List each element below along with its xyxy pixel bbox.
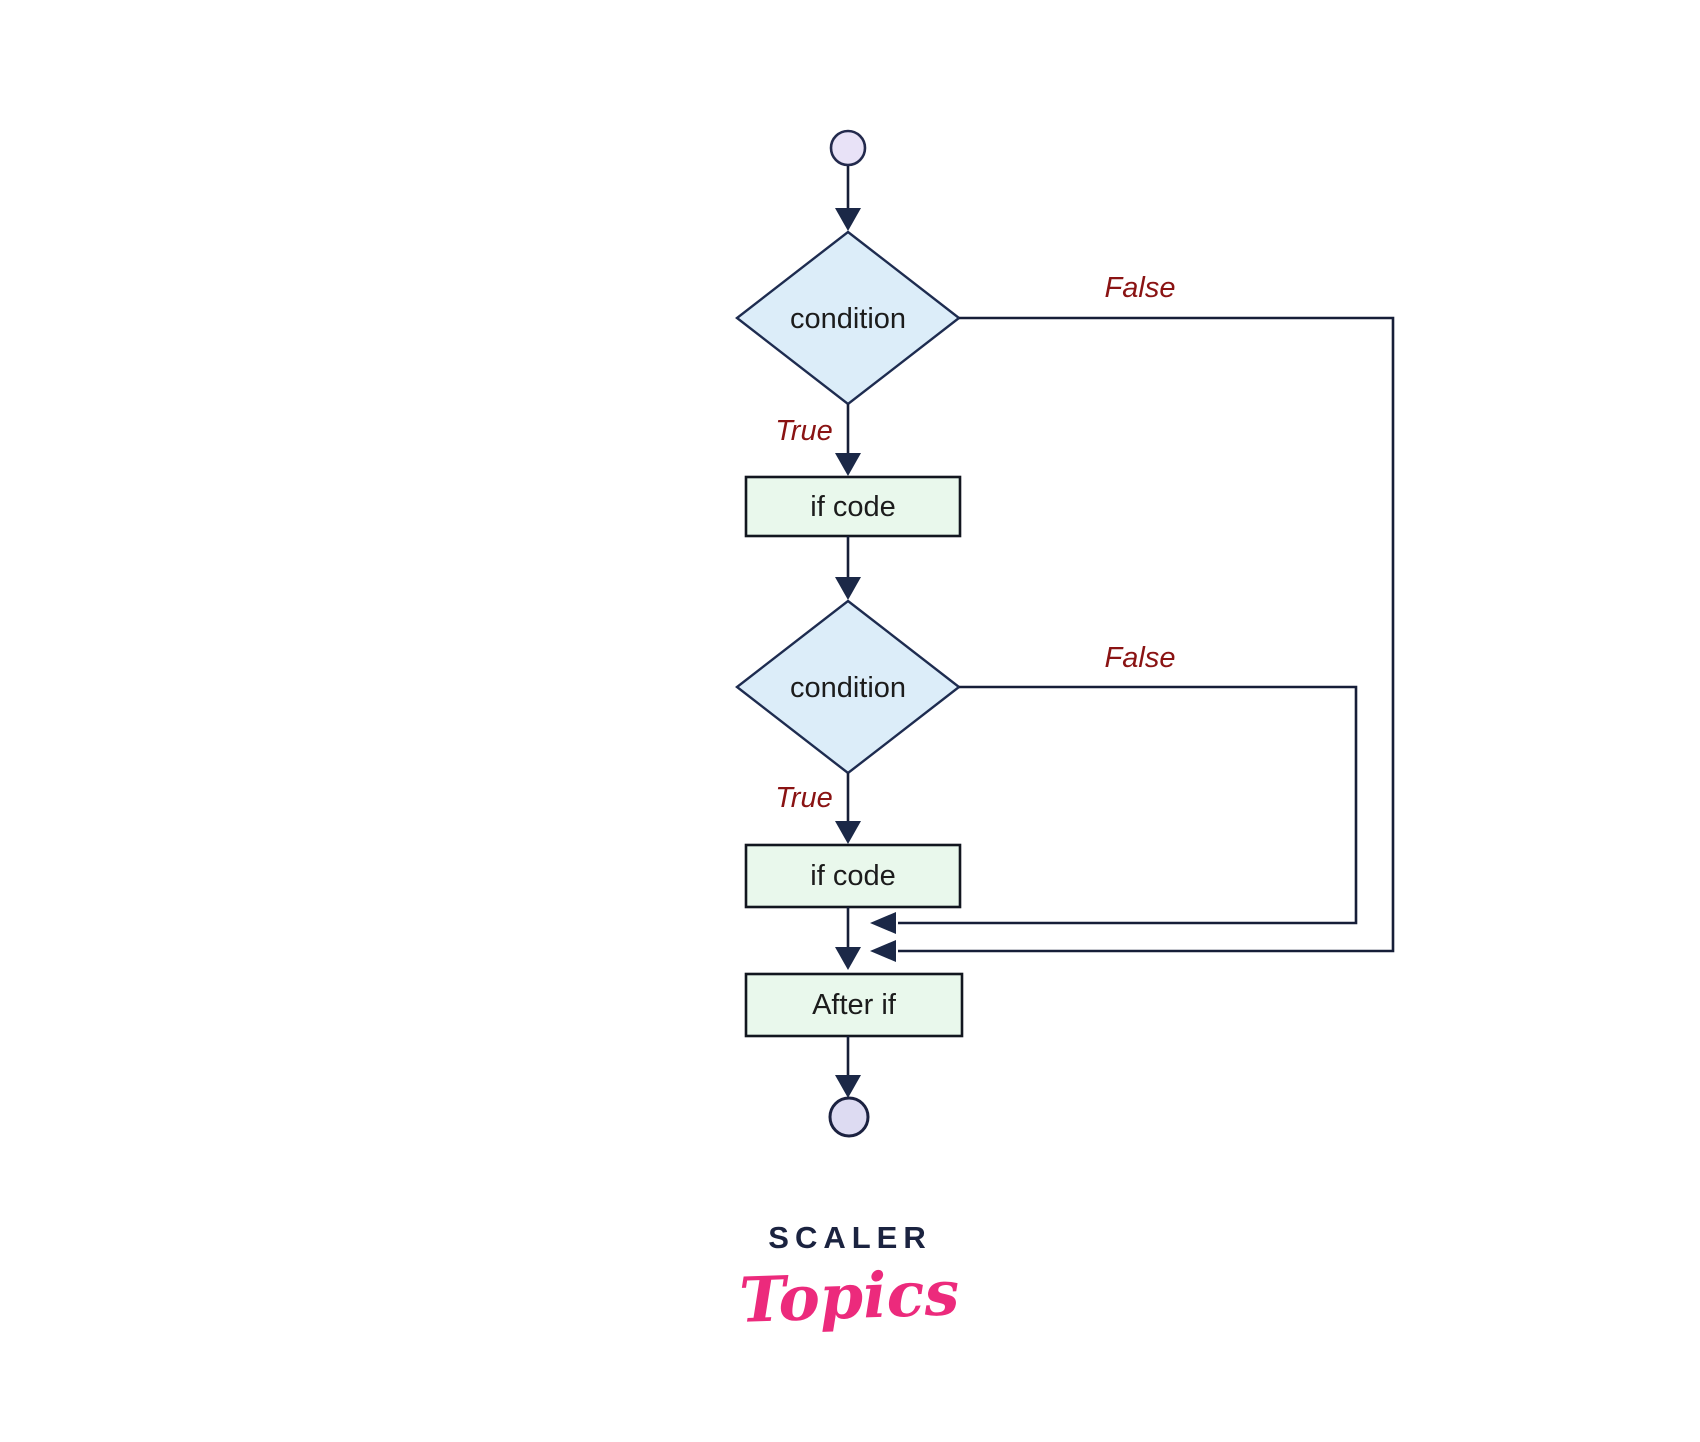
after-if-node: After if [744, 972, 964, 1038]
end-node [828, 1096, 870, 1138]
edge-condition2-true: True [775, 773, 861, 844]
edge-line [898, 685, 1358, 925]
edge-condition1-false: False [870, 272, 1395, 962]
arrowhead-down-icon [835, 947, 861, 970]
edge-condition2-false: False [870, 642, 1358, 934]
process-rect [744, 843, 962, 909]
true1-label: True [775, 415, 832, 447]
arrowhead-down-icon [835, 821, 861, 844]
if-code1-label: if code [810, 491, 895, 523]
edge-afterif-to-end [835, 1036, 861, 1098]
arrowhead-down-icon [835, 208, 861, 231]
if-code1-node: if code [744, 475, 962, 538]
scaler-topics-logo: SCALER Topics [738, 1220, 960, 1337]
edge-condition1-true: True [775, 404, 861, 476]
process-rect [744, 475, 962, 538]
edge-ifcode2-to-afterif [835, 907, 861, 970]
arrowhead-down-icon [835, 1075, 861, 1098]
if-code2-node: if code [744, 843, 962, 909]
arrowhead-down-icon [835, 577, 861, 600]
condition2-node: condition [735, 599, 961, 775]
condition1-node: condition [735, 230, 961, 406]
false1-label: False [1105, 272, 1176, 304]
false2-label: False [1105, 642, 1176, 674]
true2-label: True [775, 782, 832, 814]
arrowhead-left-icon [870, 912, 896, 934]
process-rect [744, 972, 964, 1038]
after-if-label: After if [812, 989, 897, 1021]
arrowhead-down-icon [835, 453, 861, 476]
condition2-label: condition [790, 672, 906, 704]
arrowhead-left-icon [870, 940, 896, 962]
edge-ifcode1-to-condition2 [835, 536, 861, 600]
start-node [829, 129, 867, 167]
edge-start-to-condition1 [835, 166, 861, 231]
edge-line [898, 316, 1395, 953]
logo-sub-text: Topics [738, 1256, 960, 1337]
if-code2-label: if code [810, 860, 895, 892]
condition1-label: condition [790, 303, 906, 335]
logo-brand-text: SCALER [768, 1220, 931, 1255]
